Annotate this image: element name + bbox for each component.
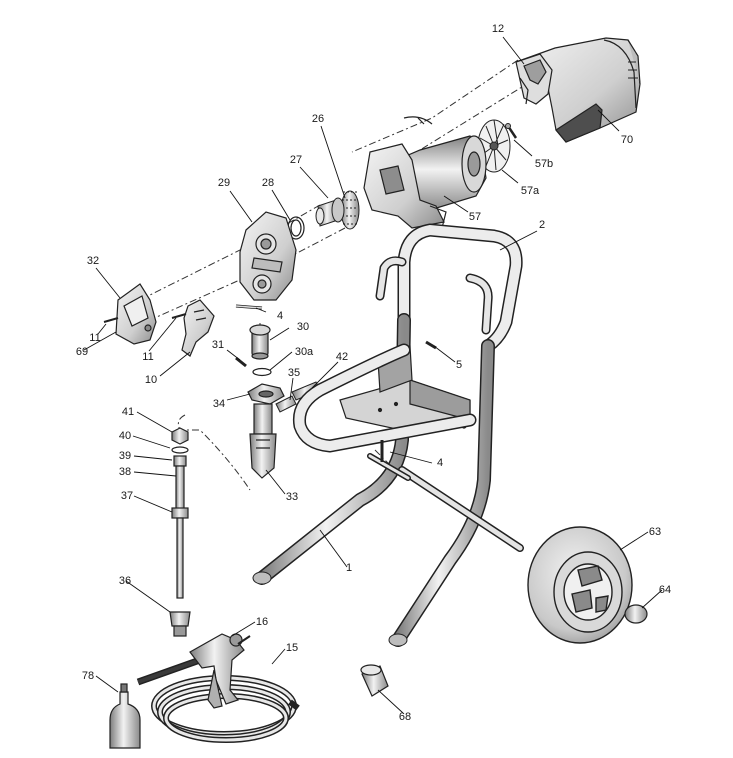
label-26: 26 [311,113,325,125]
label-57a: 57a [520,185,540,197]
label-68: 68 [398,711,412,723]
label-39: 39 [118,450,132,462]
label-57b: 57b [534,158,554,170]
label-63: 63 [648,526,662,538]
label-2: 2 [538,219,546,231]
label-78: 78 [81,670,95,682]
label-12: 12 [491,23,505,35]
oring-40 [171,446,189,454]
oring-30a [252,367,272,377]
nut-41 [171,427,189,445]
suction-tube-37 [171,455,189,599]
pin-31 [235,356,247,368]
label-4b: 4 [436,457,444,469]
gear-26 [340,190,360,230]
label-41: 41 [121,406,135,418]
label-15: 15 [285,642,299,654]
screw-57b [505,123,518,139]
label-64: 64 [658,584,672,596]
label-28: 28 [261,177,275,189]
cap-64 [624,604,648,624]
label-35: 35 [287,367,301,379]
cart-front-loop [292,343,477,453]
label-42: 42 [335,351,349,363]
label-30: 30 [296,321,310,333]
spray-gun-16 [189,633,251,709]
label-30a: 30a [294,346,314,358]
nut-34 [247,383,285,405]
bottle-78 [109,683,141,749]
label-29: 29 [217,177,231,189]
label-10: 10 [144,374,158,386]
motor-shroud-70 [514,37,641,143]
label-40: 40 [118,430,132,442]
screw-11b [171,313,187,319]
fitting-35 [275,395,297,413]
pump-33 [249,403,277,479]
label-69: 69 [75,346,89,358]
label-27: 27 [289,154,303,166]
leg-cap-68 [360,664,389,697]
bolt-5 [425,340,437,350]
label-4a: 4 [276,310,284,322]
pin-4a [235,304,263,310]
motor-57 [363,116,487,229]
label-16: 16 [255,616,269,628]
label-33: 33 [285,491,299,503]
label-70: 70 [620,134,634,146]
label-1: 1 [345,562,353,574]
label-31: 31 [211,339,225,351]
rod-30 [249,324,271,360]
label-34: 34 [212,398,226,410]
cart-frame-2 [375,223,523,353]
leg-end-left [252,571,272,585]
fitting-36 [169,611,191,637]
drive-housing-29 [239,211,297,301]
label-32: 32 [86,255,100,267]
label-37: 37 [120,490,134,502]
label-36: 36 [118,575,132,587]
label-57: 57 [468,211,482,223]
label-5: 5 [455,359,463,371]
label-38: 38 [118,466,132,478]
front-cover-32 [115,283,157,345]
cart-frame-1 [255,313,524,647]
label-11a: 11 [89,332,101,344]
bracket-10 [181,299,215,357]
screw-11a [103,317,119,323]
leg-end-right [388,633,408,647]
label-11b: 11 [142,351,154,363]
gear-27 [315,197,345,227]
mount-bracket [339,345,471,433]
leader-lines [83,36,663,714]
wheel-63 [527,526,633,644]
